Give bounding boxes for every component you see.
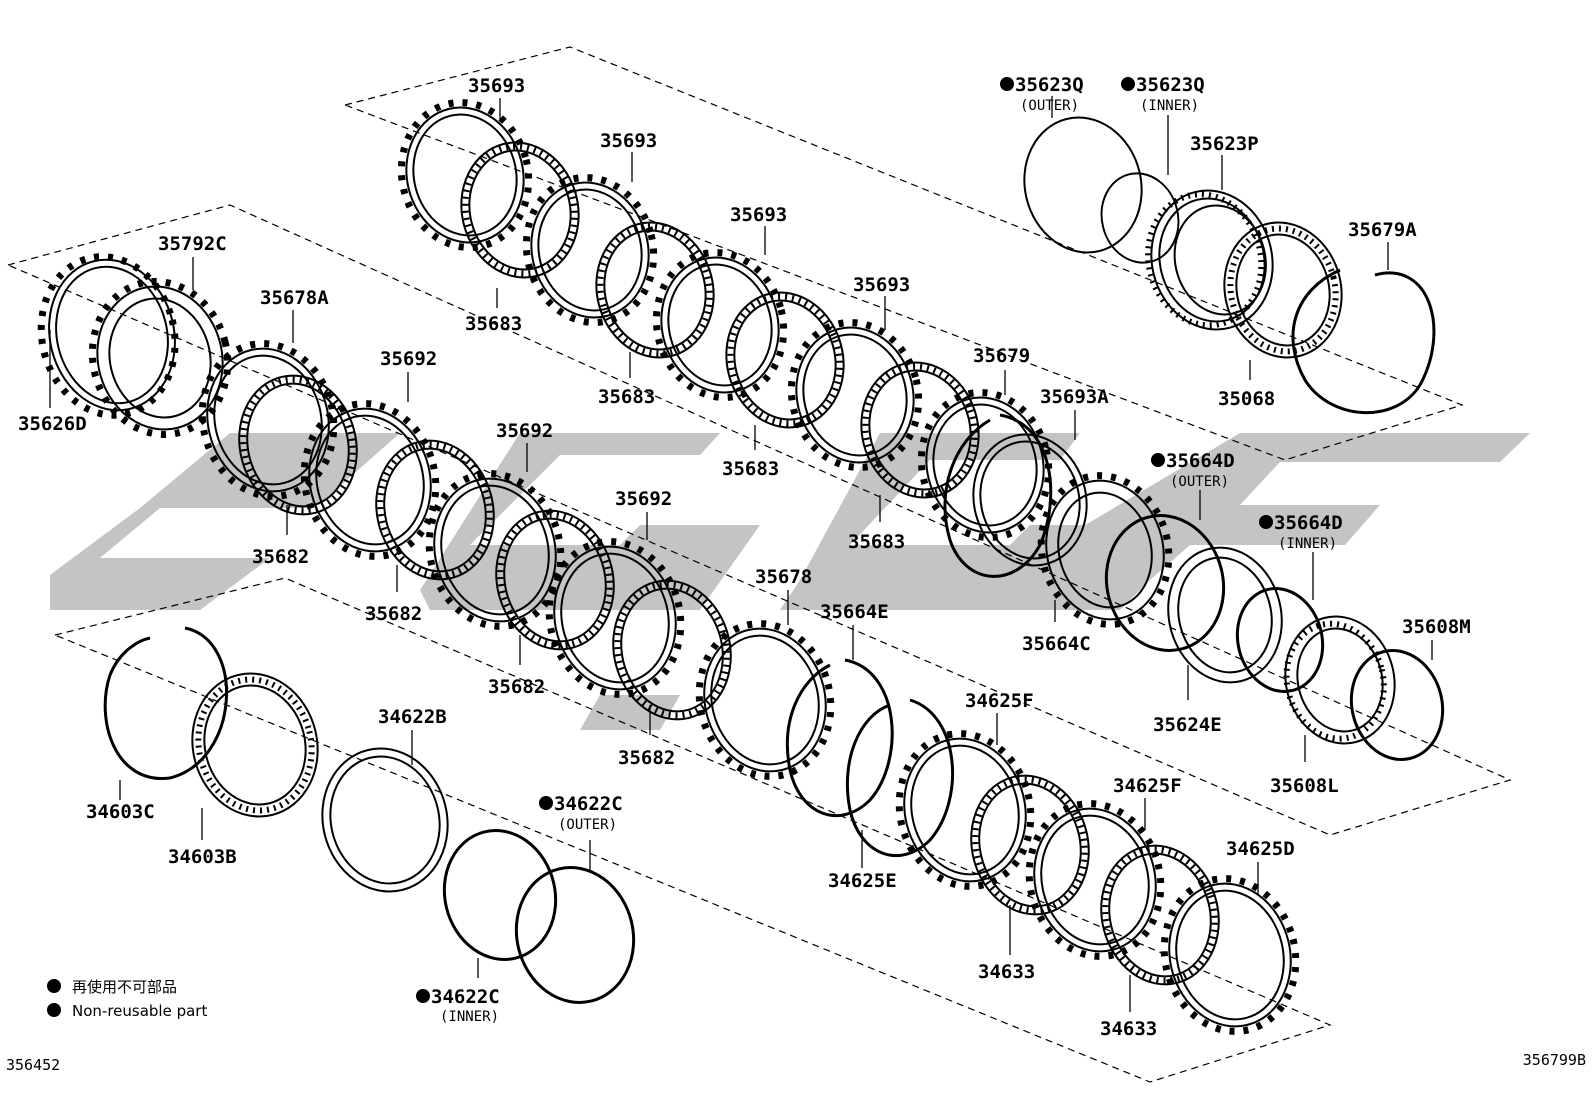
legend: 再使用不可部品 Non-reusable part [47,978,207,1020]
label-35692: 35692 [496,420,553,442]
top-right-assembly [1023,116,1436,415]
label-34603B: 34603B [168,846,237,868]
label-34625E: 34625E [828,870,897,892]
leader-lines [49,96,1433,1012]
label-35693: 35693 [468,75,525,97]
label-35678: 35678 [755,566,812,588]
non-reusable-marker [416,989,430,1003]
label-35624E: 35624E [1153,714,1222,736]
non-reusable-marker [1000,77,1014,91]
label-35683: 35683 [848,531,905,553]
upper-clutch-pack [397,99,1088,567]
label-34625F: 34625F [965,690,1034,712]
label-34603C: 34603C [86,801,155,823]
label-34622C-outer: 34622C [554,793,623,815]
label-35608L: 35608L [1270,775,1339,797]
label-35693A: 35693A [1040,386,1109,408]
label-35679: 35679 [973,345,1030,367]
label-34622C-inner: 34622C [431,986,500,1008]
label-35682: 35682 [488,676,545,698]
label-35792C: 35792C [158,233,227,255]
label-35683: 35683 [465,313,522,335]
label-35693: 35693 [853,274,910,296]
legend-japanese: 再使用不可部品 [72,978,177,996]
label-35683: 35683 [598,386,655,408]
label-35664C: 35664C [1022,633,1091,655]
part-labels: 35693 35693 35693 35693 35683 35683 3568… [18,74,1471,1040]
label-35679A: 35679A [1348,219,1417,241]
label-35623Q-inner: 35623Q [1136,74,1205,96]
label-35623P: 35623P [1190,133,1259,155]
label-35692: 35692 [615,488,672,510]
sublabel-outer: (OUTER) [1170,474,1229,490]
non-reusable-marker [1259,515,1273,529]
label-35678A: 35678A [260,287,329,309]
figure-code-left: 356452 [6,1056,60,1074]
label-35626D: 35626D [18,413,87,435]
sublabel-inner: (INNER) [440,1009,499,1025]
label-35693: 35693 [600,130,657,152]
lower-clutch-pack [103,620,1300,1035]
label-35664D-inner: 35664D [1274,512,1343,534]
non-reusable-marker [1121,77,1135,91]
label-35683: 35683 [722,458,779,480]
sublabel-inner: (INNER) [1278,536,1337,552]
legend-bullet [47,979,61,993]
label-35068: 35068 [1218,388,1275,410]
non-reusable-marker [539,796,553,810]
label-35682: 35682 [618,747,675,769]
label-35693: 35693 [730,204,787,226]
label-34625D: 34625D [1226,838,1295,860]
non-reusable-marker [1151,453,1165,467]
legend-english: Non-reusable part [72,1002,207,1020]
label-34633: 34633 [978,961,1035,983]
label-35608M: 35608M [1402,616,1471,638]
legend-bullet [47,1003,61,1017]
label-34625F: 34625F [1113,775,1182,797]
label-35682: 35682 [252,546,309,568]
group-boundaries [6,46,1512,1083]
figure-code-right: 356799B [1523,1051,1586,1069]
sublabel-outer: (OUTER) [558,817,617,833]
label-35692: 35692 [380,348,437,370]
label-35664E: 35664E [820,601,889,623]
sublabel-outer: (OUTER) [1020,98,1079,114]
label-35664D-outer: 35664D [1166,450,1235,472]
label-34633: 34633 [1100,1018,1157,1040]
label-35682: 35682 [365,603,422,625]
label-35623Q-outer: 35623Q [1015,74,1084,96]
label-34622B: 34622B [378,706,447,728]
sublabel-inner: (INNER) [1140,98,1199,114]
